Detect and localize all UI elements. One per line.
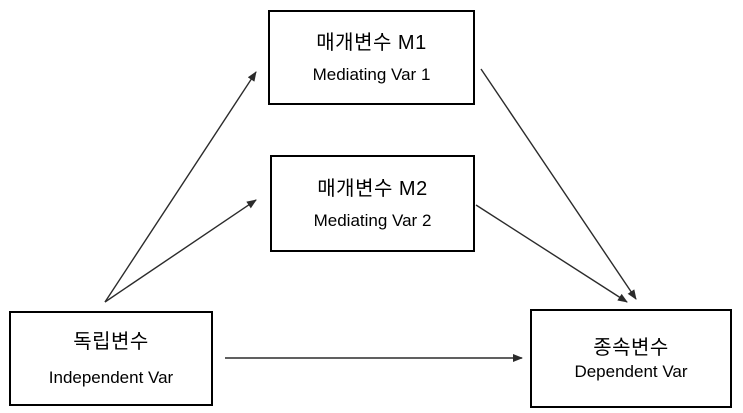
node-mediating-var-1: 매개변수 M1 Mediating Var 1 bbox=[268, 10, 475, 105]
node-iv-label-english: Independent Var bbox=[48, 367, 174, 387]
node-m1-label-korean: 매개변수 M1 bbox=[316, 31, 427, 54]
arrow-m1-to-dv bbox=[480, 68, 637, 300]
arrow-iv-to-m1 bbox=[104, 71, 257, 303]
arrow-m2-to-dv bbox=[475, 204, 628, 303]
node-m2-label-korean: 매개변수 M2 bbox=[317, 177, 428, 200]
node-independent-var: 독립변수 Independent Var bbox=[9, 311, 213, 406]
node-dv-label-korean: 종속변수 bbox=[593, 336, 669, 359]
node-iv-label-korean: 독립변수 bbox=[73, 330, 149, 353]
node-dv-label-english: Dependent Var bbox=[574, 361, 688, 381]
arrow-iv-to-m2 bbox=[104, 199, 257, 303]
node-m2-label-english: Mediating Var 2 bbox=[313, 210, 432, 230]
node-m1-label-english: Mediating Var 1 bbox=[312, 64, 431, 84]
node-dependent-var: 종속변수 Dependent Var bbox=[530, 309, 732, 408]
node-mediating-var-2: 매개변수 M2 Mediating Var 2 bbox=[270, 155, 475, 252]
